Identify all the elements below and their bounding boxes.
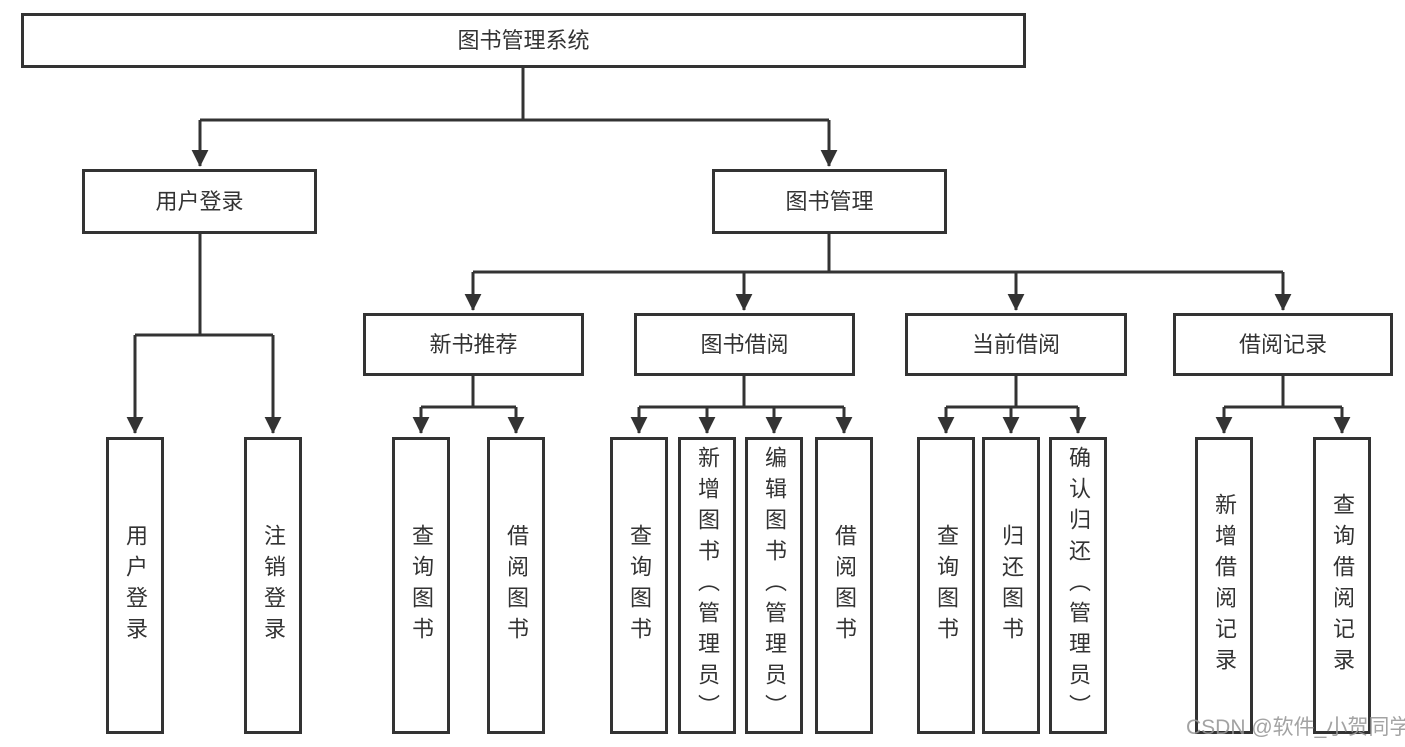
- leaf-query-books-current: 查询图书: [917, 437, 975, 734]
- leaf-return-book: 归还图书: [982, 437, 1040, 734]
- leaf-borrow-books-borrowing: 借阅图书: [815, 437, 873, 734]
- leaf-query-borrow-record: 查询借阅记录: [1313, 437, 1371, 734]
- connector-new-book-recommend: [412, 376, 525, 434]
- connector-root: [191, 68, 838, 167]
- leaf-confirm-return-admin: 确认归还（管理员）: [1049, 437, 1107, 734]
- connector-current-borrowing: [937, 376, 1087, 434]
- connector-user-login: [126, 234, 282, 434]
- connector-borrowing-records: [1215, 376, 1351, 434]
- node-new-book-recommend: 新书推荐: [363, 313, 584, 376]
- leaf-query-books-recommend: 查询图书: [392, 437, 450, 734]
- node-borrowing-records: 借阅记录: [1173, 313, 1393, 376]
- connector-book-management: [464, 234, 1292, 311]
- connector-book-borrowing: [630, 376, 853, 434]
- leaf-user-login: 用户登录: [106, 437, 164, 734]
- node-user-login: 用户登录: [82, 169, 317, 234]
- node-current-borrowing: 当前借阅: [905, 313, 1127, 376]
- node-book-management: 图书管理: [712, 169, 947, 234]
- leaf-logout: 注销登录: [244, 437, 302, 734]
- leaf-borrow-books-recommend: 借阅图书: [487, 437, 545, 734]
- leaf-add-borrow-record: 新增借阅记录: [1195, 437, 1253, 734]
- leaf-add-book-admin: 新增图书（管理员）: [678, 437, 736, 734]
- leaf-query-books-borrowing: 查询图书: [610, 437, 668, 734]
- node-book-borrowing: 图书借阅: [634, 313, 855, 376]
- leaf-edit-book-admin: 编辑图书（管理员）: [745, 437, 803, 734]
- csdn-watermark: CSDN @软件_小贺同学: [1186, 716, 1405, 739]
- node-root-system: 图书管理系统: [21, 13, 1026, 68]
